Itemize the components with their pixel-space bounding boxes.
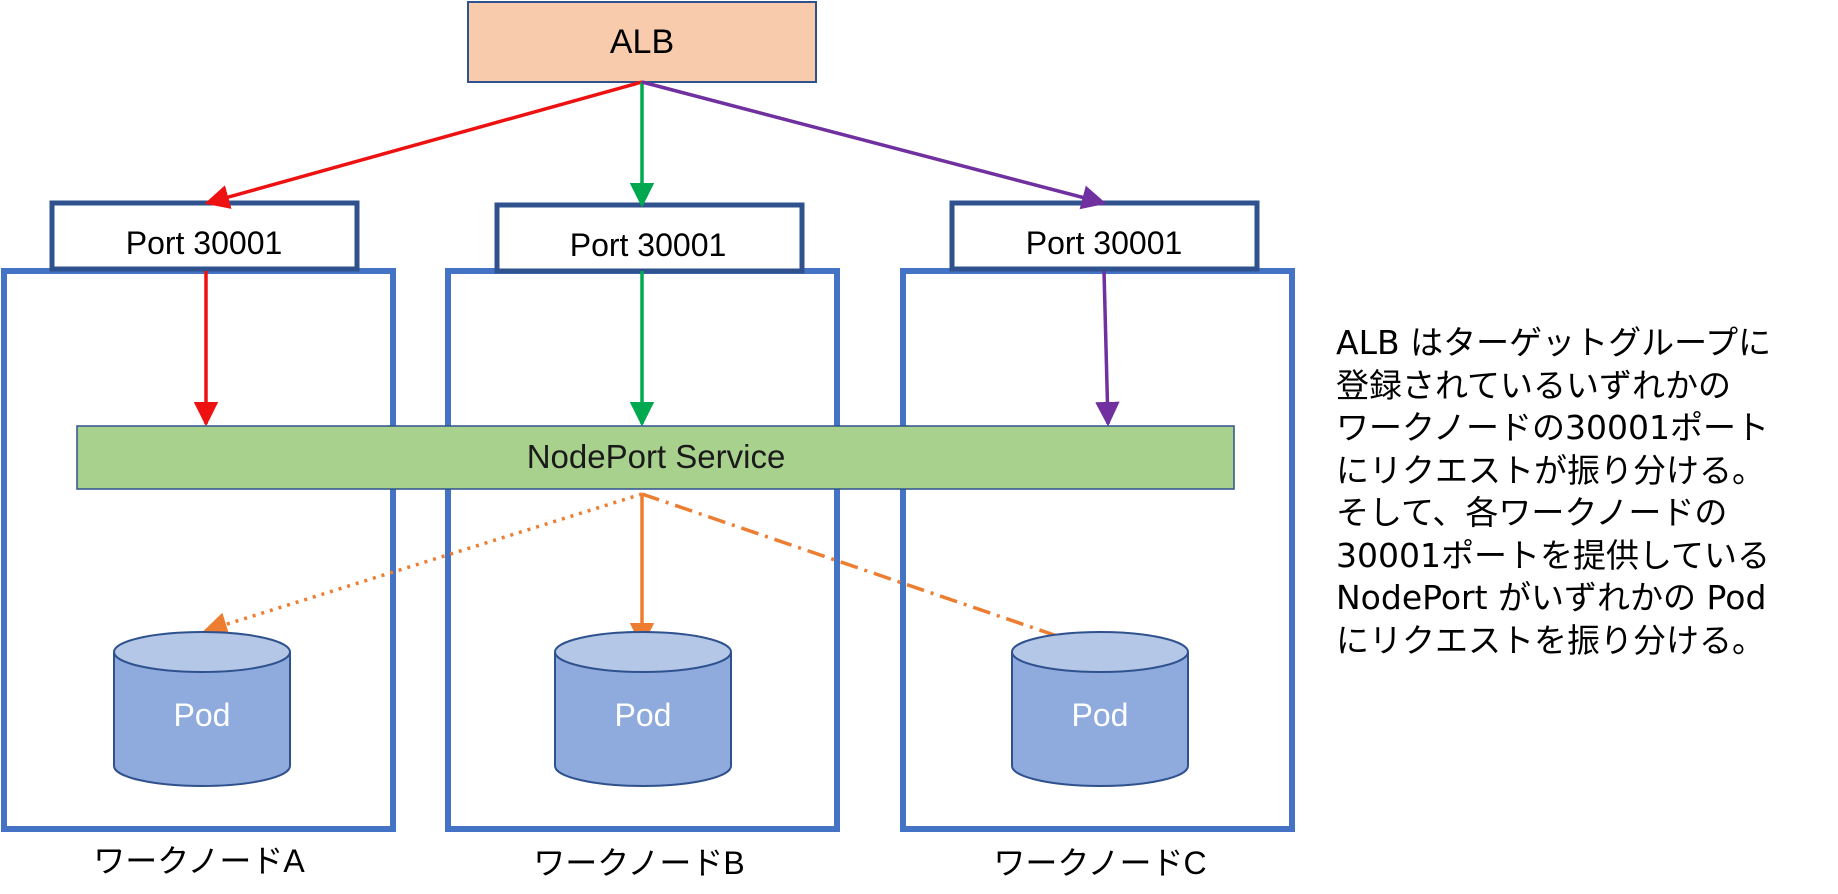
description-text: ALB はターゲットグループに 登録されているいずれかの ワークノードの3000… xyxy=(1336,322,1816,662)
worker-node-b-label: ワークノードB xyxy=(533,845,744,881)
alb-to-port-a-arrow xyxy=(204,80,643,209)
alb-label: ALB xyxy=(610,23,674,61)
service-to-pod-c-arrow xyxy=(641,492,1107,657)
description-line-2: 登録されているいずれかの xyxy=(1336,365,1732,405)
port-box-c: Port 30001 xyxy=(949,200,1260,272)
pod-a-cylinder: Pod xyxy=(113,631,291,787)
port-box-a: Port 30001 xyxy=(49,200,360,272)
port-label-c: Port 30001 xyxy=(1026,225,1183,261)
pod-c-cylinder: Pod xyxy=(1011,631,1189,787)
description-line-7: NodePort がいずれかの Pod xyxy=(1336,578,1767,617)
port-label-a: Port 30001 xyxy=(126,225,283,261)
pod-b-cylinder: Pod xyxy=(554,631,732,787)
port-box-b: Port 30001 xyxy=(494,202,805,274)
pod-c-label: Pod xyxy=(1072,697,1129,733)
port-c-to-service-arrow xyxy=(1095,270,1120,427)
description-line-1: ALB はターゲットグループに xyxy=(1336,323,1772,362)
service-label: NodePort Service xyxy=(527,438,786,475)
description-line-5: そして、各ワークノードの xyxy=(1336,493,1728,532)
description-line-8: にリクエストを振り分ける。 xyxy=(1336,620,1765,660)
description-line-6: 30001ポートを提供している xyxy=(1336,535,1770,575)
worker-node-c-label: ワークノードC xyxy=(993,845,1206,881)
nodeport-service-bar: NodePort Service xyxy=(76,425,1235,490)
worker-node-a-label: ワークノードA xyxy=(93,843,305,879)
pod-a-label: Pod xyxy=(174,697,231,733)
alb-to-port-c-arrow xyxy=(641,80,1107,210)
description-line-4: にリクエストが振り分ける。 xyxy=(1336,450,1765,490)
pod-b-label: Pod xyxy=(615,697,672,733)
alb-box: ALB xyxy=(467,1,817,83)
port-label-b: Port 30001 xyxy=(570,227,727,263)
description-line-3: ワークノードの30001ポート xyxy=(1336,408,1769,447)
